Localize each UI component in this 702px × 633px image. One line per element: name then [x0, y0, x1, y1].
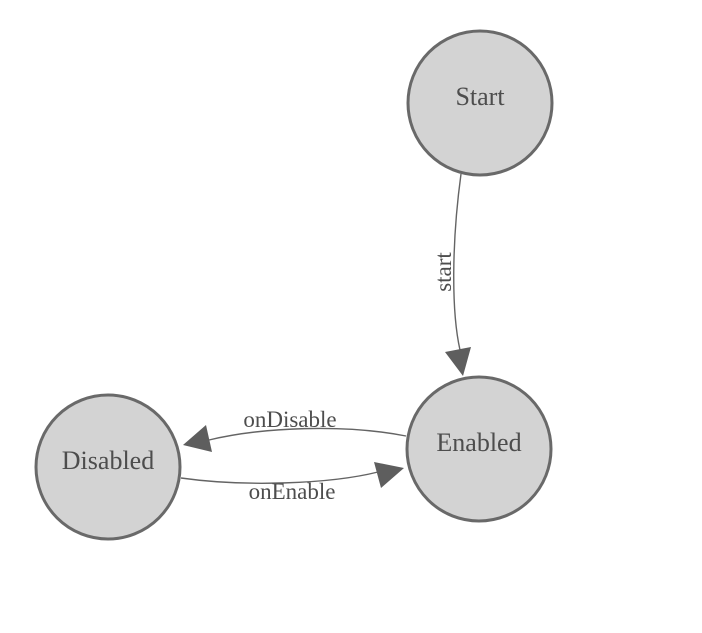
- state-node-enabled: Enabled: [405, 375, 553, 523]
- edge-label-start: start: [431, 252, 456, 292]
- state-node-start: Start: [406, 29, 554, 177]
- edge-start-to-enabled: start: [431, 173, 471, 376]
- state-circle-disabled: [34, 393, 182, 541]
- edge-enabled-to-disabled: onDisable: [183, 407, 407, 452]
- state-circle-start: [406, 29, 554, 177]
- state-node-disabled: Disabled: [34, 393, 182, 541]
- edge-disabled-to-enabled: onEnable: [180, 462, 404, 504]
- edge-label-onenable: onEnable: [249, 479, 336, 504]
- edge-path-enabled-to-disabled: [208, 427, 407, 441]
- arrowhead-icon: [445, 347, 471, 376]
- state-label-disabled: Disabled: [62, 446, 154, 475]
- state-circle-enabled: [405, 375, 553, 523]
- state-label-enabled: Enabled: [436, 428, 521, 457]
- edge-path-start-to-enabled: [453, 173, 462, 351]
- edge-path-disabled-to-enabled: [180, 471, 379, 484]
- arrowhead-icon: [183, 425, 212, 452]
- state-label-start: Start: [455, 82, 505, 111]
- arrowhead-icon: [374, 462, 404, 488]
- edge-label-ondisable: onDisable: [243, 407, 336, 432]
